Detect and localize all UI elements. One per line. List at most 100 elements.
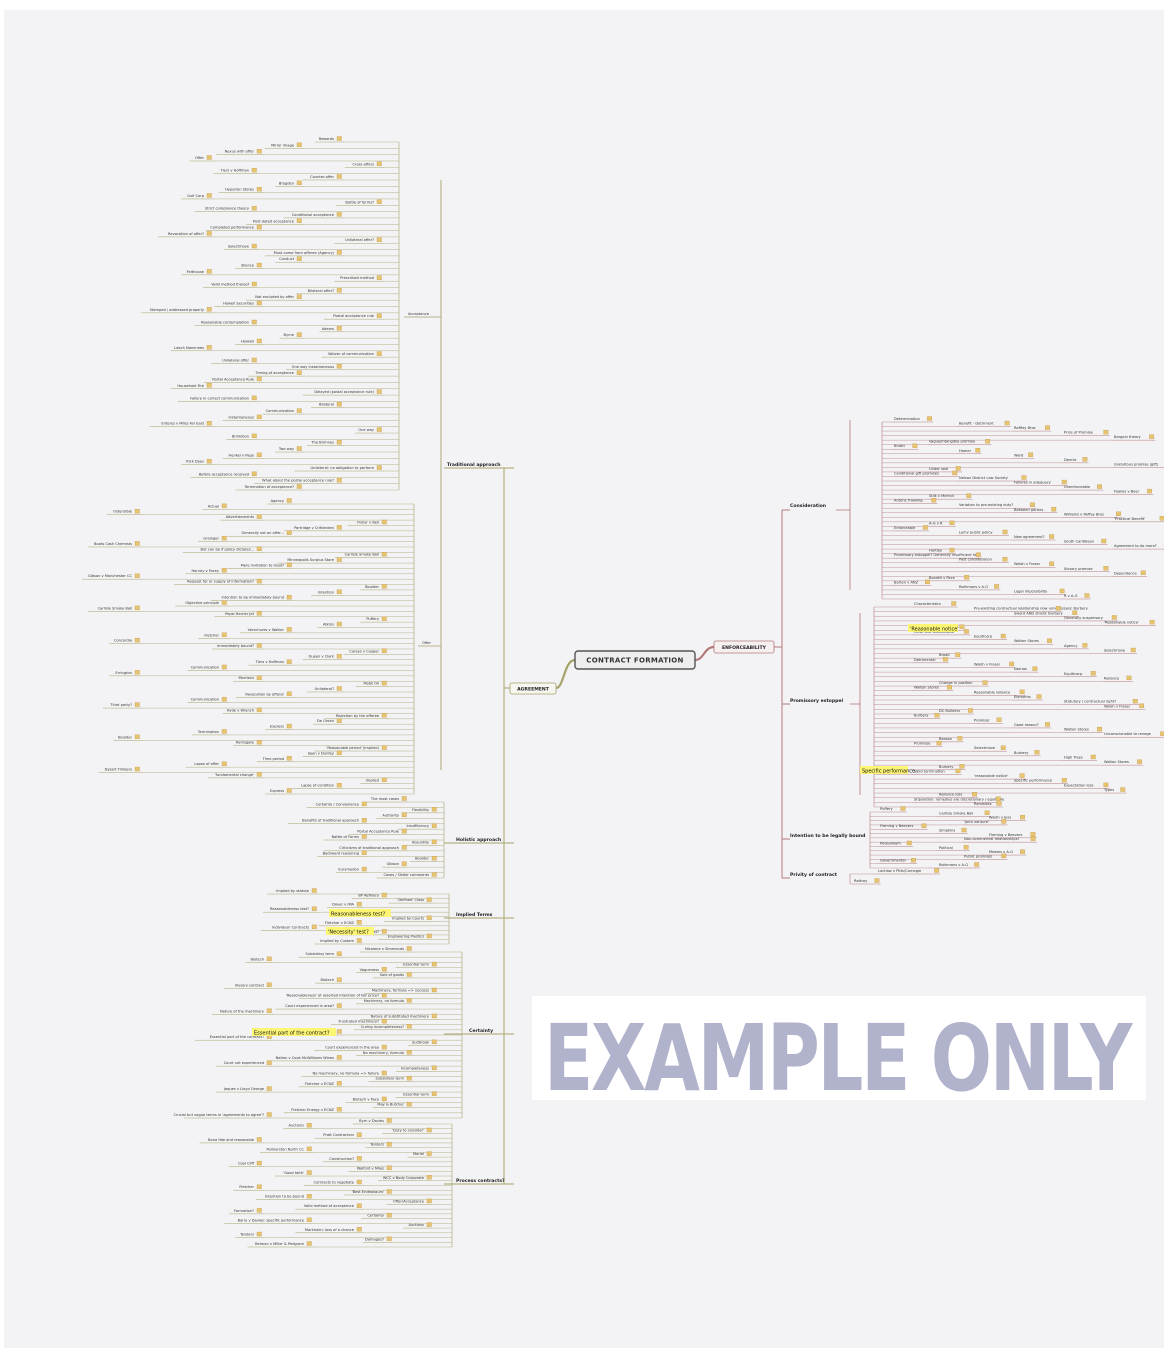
note-icon[interactable] bbox=[266, 956, 272, 962]
topic-node[interactable]: 'Reasonable period' (Implied) bbox=[314, 745, 389, 752]
note-icon[interactable] bbox=[376, 351, 382, 356]
topic-node[interactable]: Revocation by offeror bbox=[235, 691, 294, 698]
topic-node[interactable]: No machinery, no formula => failure bbox=[301, 1070, 390, 1077]
note-icon[interactable] bbox=[381, 1096, 387, 1102]
topic-node[interactable]: 'Practical Benefit' bbox=[1112, 516, 1166, 523]
note-icon[interactable] bbox=[306, 1194, 312, 1199]
note-icon[interactable] bbox=[266, 1086, 272, 1091]
note-icon[interactable] bbox=[431, 823, 437, 828]
topic-node[interactable]: Court not experienced bbox=[215, 1060, 274, 1067]
note-icon[interactable] bbox=[251, 433, 257, 439]
note-icon[interactable] bbox=[336, 654, 342, 659]
topic-node[interactable]: Stipulation: remedies are discretionary … bbox=[912, 796, 1005, 803]
topic-node[interactable]: Criticisms of traditional approach bbox=[323, 845, 409, 852]
topic-node[interactable]: Pratt Contractors bbox=[314, 1132, 364, 1139]
note-icon[interactable] bbox=[356, 938, 362, 943]
note-icon[interactable] bbox=[972, 792, 977, 797]
note-icon[interactable] bbox=[1051, 507, 1057, 512]
topic-node[interactable]: Fletcher v ECNZ bbox=[298, 1081, 345, 1088]
note-icon[interactable] bbox=[356, 901, 362, 907]
note-icon[interactable] bbox=[256, 546, 262, 551]
note-icon[interactable] bbox=[1103, 566, 1109, 571]
note-icon[interactable] bbox=[336, 402, 342, 407]
topic-node[interactable]: Antons Trawling bbox=[892, 498, 938, 504]
highlight-necessity-test[interactable]: 'Necessity' test? bbox=[326, 927, 374, 936]
topic-node[interactable]: Walton Stores bbox=[1062, 726, 1104, 733]
note-icon[interactable] bbox=[296, 256, 302, 261]
topic-node[interactable]: Completed performance bbox=[205, 224, 264, 231]
topic-node[interactable]: Nicolene v Simmonds bbox=[360, 946, 414, 953]
topic-node[interactable]: Equiticorp bbox=[972, 633, 1007, 640]
note-icon[interactable] bbox=[955, 768, 961, 774]
note-icon[interactable] bbox=[1000, 633, 1006, 639]
topic-node[interactable]: Walsh v Fraser bbox=[972, 661, 1016, 668]
topic-node[interactable]: Absurdity bbox=[406, 839, 439, 846]
topic-node[interactable]: Incompleteness bbox=[395, 1065, 439, 1072]
topic-node[interactable]: Entores v Miles Far East bbox=[149, 421, 214, 427]
topic-node[interactable]: Political bbox=[937, 845, 970, 852]
topic-node[interactable]: Boots Cash Chemists bbox=[88, 541, 142, 548]
topic-node[interactable]: Walton Stores bbox=[1012, 638, 1054, 645]
note-icon[interactable] bbox=[406, 1050, 412, 1055]
note-icon[interactable] bbox=[376, 313, 382, 318]
topic-node[interactable]: Termination of acceptance? bbox=[235, 484, 304, 491]
note-icon[interactable] bbox=[266, 982, 272, 987]
topic-node[interactable]: Grainger bbox=[198, 535, 229, 542]
topic-node[interactable]: Authority bbox=[376, 812, 409, 819]
note-icon[interactable] bbox=[336, 1029, 342, 1034]
topic-node[interactable]: Strict compliance theory bbox=[194, 205, 259, 212]
note-icon[interactable] bbox=[221, 503, 227, 509]
topic-node[interactable]: Valid termination bbox=[912, 768, 962, 775]
topic-node[interactable]: Prescribed method bbox=[334, 275, 384, 282]
note-icon[interactable] bbox=[251, 357, 257, 363]
topic-node[interactable]: Equiticorp bbox=[1062, 671, 1097, 678]
note-icon[interactable] bbox=[963, 845, 969, 850]
topic-node[interactable]: Public promises bbox=[962, 853, 1008, 860]
note-icon[interactable] bbox=[286, 595, 292, 600]
note-icon[interactable] bbox=[381, 680, 387, 686]
note-icon[interactable] bbox=[376, 161, 382, 166]
note-icon[interactable] bbox=[1140, 570, 1146, 575]
note-icon[interactable] bbox=[336, 686, 342, 691]
topic-node[interactable]: Byrn v Davies bbox=[352, 1118, 394, 1125]
topic-node[interactable]: Contracts to negotiate bbox=[303, 1179, 364, 1186]
note-icon[interactable] bbox=[376, 199, 382, 204]
note-icon[interactable] bbox=[431, 856, 437, 861]
topic-node[interactable]: Burbery bbox=[1012, 750, 1041, 757]
note-icon[interactable] bbox=[206, 421, 212, 426]
note-icon[interactable] bbox=[431, 807, 437, 812]
note-icon[interactable] bbox=[952, 470, 958, 476]
topic-node[interactable]: Carlisle Smoke Ball bbox=[937, 810, 991, 817]
topic-node[interactable]: Conditional acceptance bbox=[283, 212, 344, 219]
note-icon[interactable] bbox=[286, 691, 292, 696]
note-icon[interactable] bbox=[1059, 588, 1065, 594]
note-icon[interactable] bbox=[296, 180, 302, 185]
note-icon[interactable] bbox=[1009, 661, 1015, 667]
note-icon[interactable] bbox=[256, 643, 262, 648]
note-icon[interactable] bbox=[336, 440, 342, 445]
note-icon[interactable] bbox=[376, 237, 382, 242]
topic-node[interactable]: Simpkins bbox=[937, 827, 968, 834]
note-icon[interactable] bbox=[1149, 434, 1155, 439]
topic-node[interactable]: Selectmove bbox=[224, 243, 259, 250]
note-icon[interactable] bbox=[336, 1003, 342, 1008]
topic-node[interactable]: Price of Promise bbox=[1062, 429, 1110, 436]
topic-node[interactable]: Certainty / Convenience bbox=[306, 801, 369, 808]
note-icon[interactable] bbox=[874, 878, 880, 883]
note-icon[interactable] bbox=[386, 1212, 392, 1218]
note-icon[interactable] bbox=[426, 897, 432, 902]
note-icon[interactable] bbox=[1103, 429, 1109, 435]
topic-node[interactable]: Lactlaw v Pitts/Carnegie bbox=[876, 868, 941, 875]
note-icon[interactable] bbox=[361, 866, 367, 872]
topic-node[interactable]: Hartley bbox=[927, 547, 956, 554]
note-icon[interactable] bbox=[963, 629, 969, 634]
topic-node[interactable]: South Caribbean bbox=[1062, 538, 1108, 545]
topic-node[interactable]: Variation to pre-existing duty? bbox=[957, 502, 1037, 509]
note-icon[interactable] bbox=[336, 364, 342, 369]
topic-node[interactable]: Dysart Timbers bbox=[98, 766, 142, 773]
note-icon[interactable] bbox=[1055, 606, 1061, 611]
topic-node[interactable]: High Trees bbox=[1062, 754, 1097, 761]
topic-node[interactable]: Characteristics bbox=[912, 601, 958, 608]
note-icon[interactable] bbox=[256, 300, 262, 306]
topic-node[interactable]: Reasonable reliance bbox=[972, 689, 1026, 696]
